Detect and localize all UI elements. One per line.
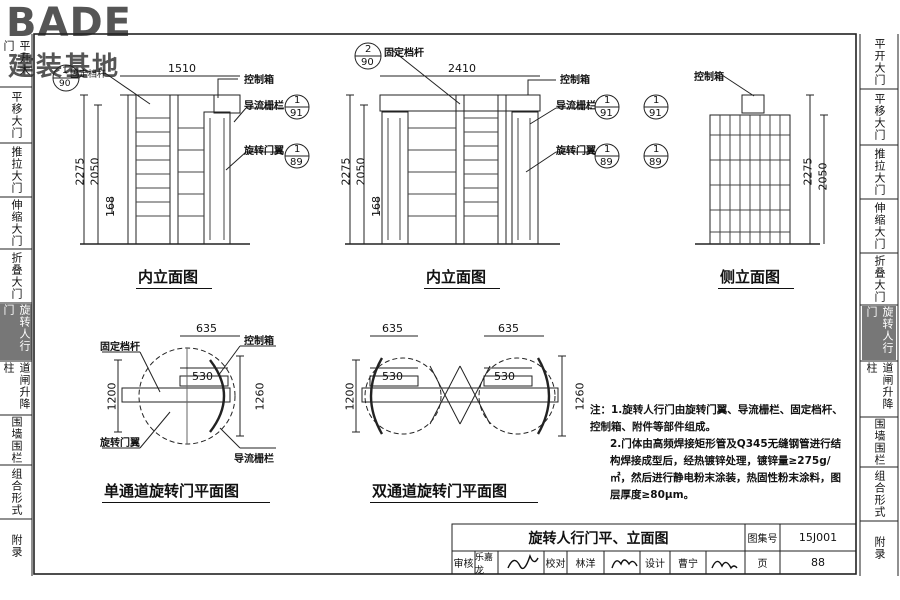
plan1-dim-left: 1200 xyxy=(105,382,119,411)
left-tab-7: 道闸升降柱 xyxy=(2,362,31,410)
left-tab-5: 折叠大门 xyxy=(10,252,23,300)
elev2-ref-b-bottom: 91 xyxy=(600,108,613,119)
elev1-label-ctrl: 控制箱 xyxy=(244,75,274,86)
title-block-review-label: 审核 xyxy=(453,559,474,570)
elev2-ref-a-top: 2 xyxy=(365,44,372,55)
elev2-height-door: 2050 xyxy=(354,157,368,186)
title-block-atlas-label: 图集号 xyxy=(747,534,778,545)
title-block-page: 88 xyxy=(811,556,825,569)
plan1-dim-right: 1260 xyxy=(253,382,267,411)
elev1-ref-c-bottom: 89 xyxy=(290,157,303,168)
elev1-ref-b-bottom: 91 xyxy=(290,108,303,119)
left-tab-9: 组合形式 xyxy=(10,468,23,516)
elev2-title: 内立面图 xyxy=(426,268,487,286)
right-tab-4: 伸缩大门 xyxy=(873,202,886,250)
elev1-ref-b-top: 1 xyxy=(294,95,301,106)
title-block-page-label: 页 xyxy=(757,559,768,570)
plan1-title: 单通道旋转门平面图 xyxy=(104,482,240,500)
left-tab-8: 围墙围栏 xyxy=(10,416,23,464)
left-tab-2: 平移大门 xyxy=(10,91,23,139)
plan1-label-door: 旋转门翼 xyxy=(100,438,140,449)
elev1-title: 内立面图 xyxy=(138,268,199,286)
right-tab-6: 旋转人行门 xyxy=(862,306,896,360)
plan2-dim-top-right: 635 xyxy=(498,322,519,335)
side-label-ctrl: 控制箱 xyxy=(694,72,724,83)
elev2-label-ctrl: 控制箱 xyxy=(560,75,590,86)
title-block-reviewer: 乐嘉龙 xyxy=(475,552,494,576)
side-title: 侧立面图 xyxy=(720,268,781,286)
left-tab-10: 附录 xyxy=(10,534,23,558)
side-ref-c-bottom: 89 xyxy=(649,157,662,168)
plan2-dim-top-left: 635 xyxy=(382,322,403,335)
notes: 注：1.旋转人行门由旋转门翼、导流栅栏、固定档杆、控制箱、附件等部件组成。 2.… xyxy=(590,402,845,504)
right-tab-7: 道闸升降柱 xyxy=(865,362,894,410)
elev1-label-bar: 固定档杆 xyxy=(70,70,107,80)
elev1-ref-a-bottom: 90 xyxy=(59,79,71,89)
title-block-check-label: 校对 xyxy=(545,559,566,570)
elev2-ref-c-bottom: 89 xyxy=(600,157,613,168)
logo-cjk: 建装基地 xyxy=(8,52,121,82)
elev1-label-guide: 导流栅栏 xyxy=(244,101,284,112)
title-block-design-label: 设计 xyxy=(645,559,665,570)
title-block-atlas-no: 15J001 xyxy=(798,531,838,544)
right-tab-5: 折叠大门 xyxy=(873,255,886,303)
title-block-checker: 林洋 xyxy=(575,559,596,570)
title-block-title: 旋转人行门平、立面图 xyxy=(528,530,669,547)
plan2-dim-mid-right: 530 xyxy=(494,370,515,383)
side-ref-b-bottom: 91 xyxy=(649,108,662,119)
plan1-dim-mid: 530 xyxy=(192,370,213,383)
plan1-label-ctrl: 控制箱 xyxy=(244,336,274,347)
plan2-dim-mid-left: 530 xyxy=(382,370,403,383)
note-1: 注：1.旋转人行门由旋转门翼、导流栅栏、固定档杆、控制箱、附件等部件组成。 xyxy=(590,404,843,433)
elev1-height-door: 2050 xyxy=(88,157,102,186)
elev2-ref-a-bottom: 90 xyxy=(361,57,374,68)
left-tab-1: 平开大门 xyxy=(2,40,31,76)
elev2-height-total: 2275 xyxy=(339,157,353,186)
left-tab-6: 旋转人行门 xyxy=(0,304,32,360)
plan1-label-bar: 固定档杆 xyxy=(100,342,140,353)
right-tab-1: 平开大门 xyxy=(873,38,886,86)
plan2-dim-right: 1260 xyxy=(573,382,587,411)
side-height-door: 2050 xyxy=(816,162,830,191)
right-tab-2: 平移大门 xyxy=(873,93,886,141)
elev1-height-total: 2275 xyxy=(73,157,87,186)
plan2-title: 双通道旋转门平面图 xyxy=(372,482,508,500)
elev2-height-low: 168 xyxy=(370,196,383,217)
side-height-total: 2275 xyxy=(801,157,815,186)
elev1-ref-c-top: 1 xyxy=(294,144,301,155)
plan1-dim-top: 635 xyxy=(196,322,217,335)
elev1-height-low: 168 xyxy=(104,196,117,217)
left-tab-4: 伸缩大门 xyxy=(10,199,23,247)
elev1-label-door: 旋转门翼 xyxy=(244,146,284,157)
elev1-ref-a-top: 1 xyxy=(62,66,68,76)
title-block-designer: 曹宁 xyxy=(678,559,698,570)
elev2-ref-b-top: 1 xyxy=(604,95,611,106)
elev2-label-guide: 导流栅栏 xyxy=(556,101,596,112)
side-ref-c-top: 1 xyxy=(653,144,660,155)
plan2-dim-left: 1200 xyxy=(343,382,357,411)
right-tab-10: 附录 xyxy=(873,536,886,560)
elev1-width-dim: 1510 xyxy=(168,62,196,75)
elev2-width-dim: 2410 xyxy=(448,62,476,75)
left-tab-3: 推拉大门 xyxy=(10,146,23,194)
elev2-label-door: 旋转门翼 xyxy=(556,146,596,157)
logo-latin: BADE xyxy=(6,0,132,46)
elev2-label-bar: 固定档杆 xyxy=(384,48,424,59)
right-tab-9: 组合形式 xyxy=(873,470,886,518)
right-tab-8: 围墙围栏 xyxy=(873,418,886,466)
elev2-ref-c-top: 1 xyxy=(604,144,611,155)
plan1-label-guide: 导流栅栏 xyxy=(234,454,274,465)
note-2: 2.门体由高频焊接矩形管及Q345无缝钢管进行结构焊接成型后，经热镀锌处理，镀锌… xyxy=(610,438,842,501)
signature-marks xyxy=(507,553,738,570)
right-tab-3: 推拉大门 xyxy=(873,148,886,196)
side-ref-b-top: 1 xyxy=(653,95,660,106)
